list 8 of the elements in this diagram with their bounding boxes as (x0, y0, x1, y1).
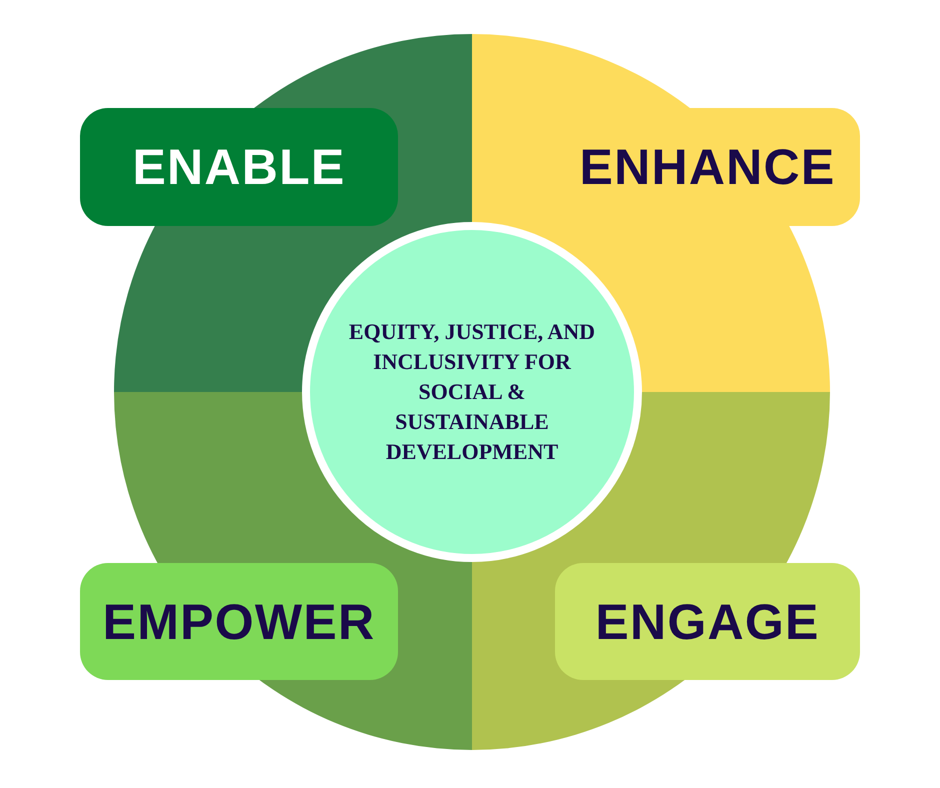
pill-label: ENGAGE (595, 596, 820, 646)
center-text: EQUITY, JUSTICE, AND INCLUSIVITY FOR SOCIAL & SUSTAINABLE DEVELOPMENT (348, 318, 596, 466)
label-pill (80, 563, 398, 680)
label-pill (555, 563, 860, 680)
pill-label: ENABLE (132, 142, 346, 192)
pill-label: ENHANCE (580, 142, 836, 192)
pill-label: EMPOWER (102, 596, 376, 646)
label-pill (80, 108, 398, 226)
